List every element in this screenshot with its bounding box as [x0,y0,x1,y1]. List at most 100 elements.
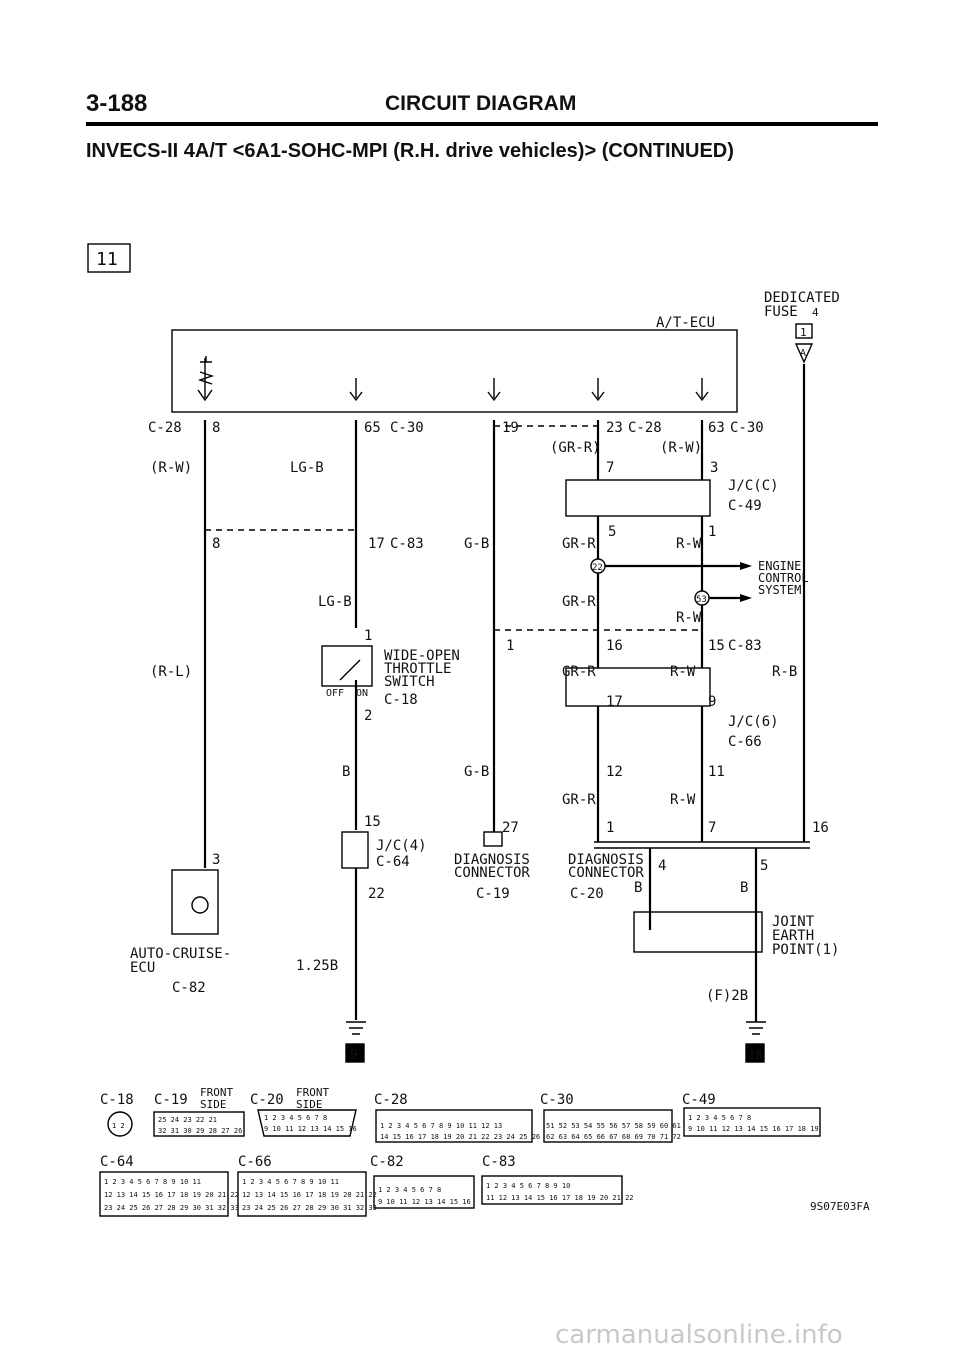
pin-label: 7 [708,820,716,836]
wot-off-label: OFF [326,688,344,699]
wire-color-label: R-W [676,610,702,626]
pin-label: 5 [608,524,616,540]
earth-symbol [746,1021,766,1035]
fuse-arrow-label: A [800,348,806,359]
pin-label: 7 [606,460,614,476]
diag-conn-label: DIAGNOSIS [454,852,530,868]
fuse-number: 4 [812,306,819,319]
c83-connector-drawing [481,1175,623,1205]
c20-pins: 9 10 11 12 13 14 15 16 [264,1125,357,1133]
c64-pins: 23 24 25 26 27 28 29 30 31 32 33 [104,1204,239,1212]
c66-pins: 12 13 14 15 16 17 18 19 20 21 22 [242,1191,377,1199]
pin-label: 63 [708,420,725,436]
joint-earth-label: EARTH [772,928,814,944]
dedicated-fuse-label: DEDICATED [764,290,840,306]
connector-c83-label: C-83 [728,638,762,654]
front-side-label: FRONT [296,1086,329,1099]
wot-label: SWITCH [384,674,435,690]
legend-c28-label: C-28 [374,1092,408,1108]
diag-conn-label: CONNECTOR [454,865,530,881]
ecu-terminal [487,378,501,402]
legend-c30-label: C-30 [540,1092,574,1108]
pin-label: 22 [368,886,385,902]
wot-switch-lever [339,659,361,681]
legend-c66-label: C-66 [238,1154,272,1170]
wire-color-label: B [342,764,350,780]
pin-label: 27 [502,820,519,836]
c20-connector-drawing [257,1109,357,1137]
legend-c19-label: C-19 [154,1092,188,1108]
ecu-label: A/T-ECU [656,315,715,331]
pin-label: 9 [708,694,716,710]
joint-earth-label: JOINT [772,914,815,930]
connector-c66-label: C-66 [728,734,762,750]
pin-label: 15 [364,814,381,830]
c28-pins: 1 2 3 4 5 6 7 8 9 10 11 12 13 [380,1122,502,1130]
joint-earth-label: POINT(1) [772,942,839,958]
pin-label: 16 [812,820,829,836]
wire-color-label: LG-B [290,460,324,476]
fuse-arrow [794,343,814,364]
pin-label: 23 [606,420,623,436]
pin-label: 16 [606,638,623,654]
earth-symbol [346,1021,366,1035]
c82-connector-drawing [373,1175,475,1209]
connector-c28-label: C-28 [148,420,182,436]
wire-color-label: G-B [464,764,489,780]
jc-6-label: J/C(6) [728,714,779,730]
c19-pins: 32 31 30 29 28 27 26 [158,1127,242,1135]
pin-label: 12 [606,764,623,780]
legend-c64-label: C-64 [100,1154,134,1170]
c82-pins: 1 2 3 4 5 6 7 8 [378,1186,441,1194]
pin-label: 1 [364,628,372,644]
front-side-label: FRONT [200,1086,233,1099]
wire-color-label: LG-B [318,594,352,610]
earth-9-number: 9 [350,1048,358,1063]
c18-connector-drawing [107,1111,133,1137]
wot-label: WIDE-OPEN [384,648,460,664]
pin-label: 17 [368,536,385,552]
auto-cruise-label: AUTO-CRUISE- [130,946,231,962]
legend-c83-label: C-83 [482,1154,516,1170]
connector-c30-label: C-30 [390,420,424,436]
wire-color-label: 1.25B [296,958,338,974]
wire-color-label: (GR-R) [550,440,601,456]
pin-label: 1 [708,524,716,540]
connector-c20-label: C-20 [570,886,604,902]
wire-color-label: GR-R [562,594,596,610]
node-53-label: 53 [696,595,707,605]
pin-label: 8 [212,536,220,552]
wire-color-label: (R-W) [660,440,702,456]
pin-label: 3 [212,852,220,868]
c19-pins: 25 24 23 22 21 [158,1116,217,1124]
node-22 [590,558,606,574]
page-title: CIRCUIT DIAGRAM [385,92,577,115]
c83-pins: 11 12 13 14 15 16 17 18 19 20 21 22 [486,1194,634,1202]
watermark: carmanualsonline.info [555,1320,843,1350]
c20-pins: 1 2 3 4 5 6 7 8 [264,1114,327,1122]
connector-c83-label: C-83 [390,536,424,552]
pin-label: 17 [606,694,623,710]
connector-c30-label: C-30 [730,420,764,436]
wire-color-label: GR-R [562,536,596,552]
wire-color-label: GR-R [562,792,596,808]
legend-c82-label: C-82 [370,1154,404,1170]
pin-label: 11 [708,764,725,780]
engine-control-label: ENGINE [758,559,801,573]
ecu-box [171,329,738,413]
c19-connector-drawing [153,1111,245,1137]
wire-color-label: R-B [772,664,797,680]
wire-color-label: GR-R [562,664,596,680]
sheet-number-box [87,243,131,273]
ecu-terminal [591,378,605,402]
page-subtitle: INVECS-II 4A/T <6A1-SOHC-MPI (R.H. drive… [86,140,734,162]
c83-pins: 1 2 3 4 5 6 7 8 9 10 [486,1182,570,1190]
joint-earth-box [633,911,763,953]
fuse-box-label: 1 [800,326,807,339]
wot-switch-box [321,645,373,687]
earth-18-box [745,1043,765,1063]
auto-cruise-label: ECU [130,960,155,976]
pin-label: 8 [212,420,220,436]
earth-18-number: 18 [748,1048,762,1062]
c49-pins: 1 2 3 4 5 6 7 8 [688,1114,751,1122]
